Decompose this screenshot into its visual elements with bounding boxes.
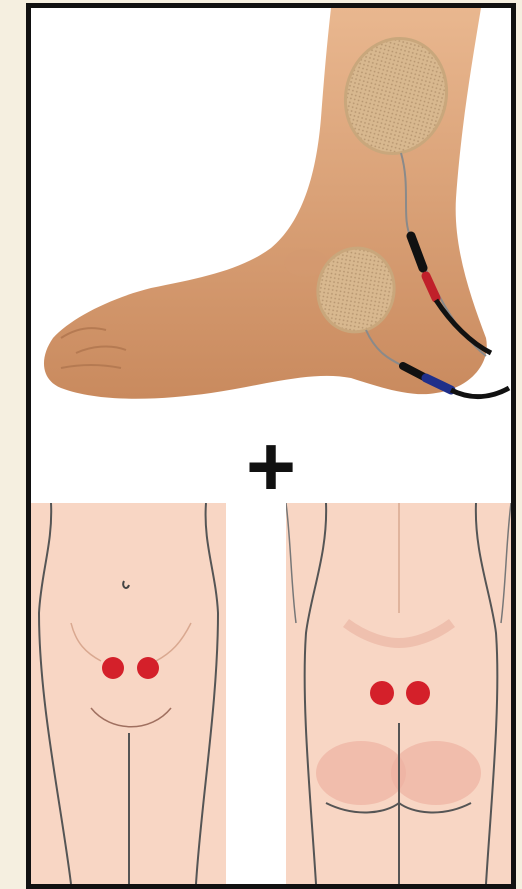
front-marker-right (137, 657, 159, 679)
image-frame: + (26, 3, 516, 889)
back-body-diagram (286, 503, 511, 884)
front-body-diagram (31, 503, 226, 884)
front-marker-left (102, 657, 124, 679)
front-body-illustration (31, 503, 226, 884)
plus-symbol: + (31, 428, 511, 506)
back-body-illustration (286, 503, 511, 884)
back-marker-right (406, 681, 430, 705)
lower-lead-cable (451, 388, 509, 397)
foot-photo (31, 8, 511, 428)
foot-illustration (31, 8, 511, 428)
back-marker-left (370, 681, 394, 705)
right-buttock-shading (391, 741, 481, 805)
